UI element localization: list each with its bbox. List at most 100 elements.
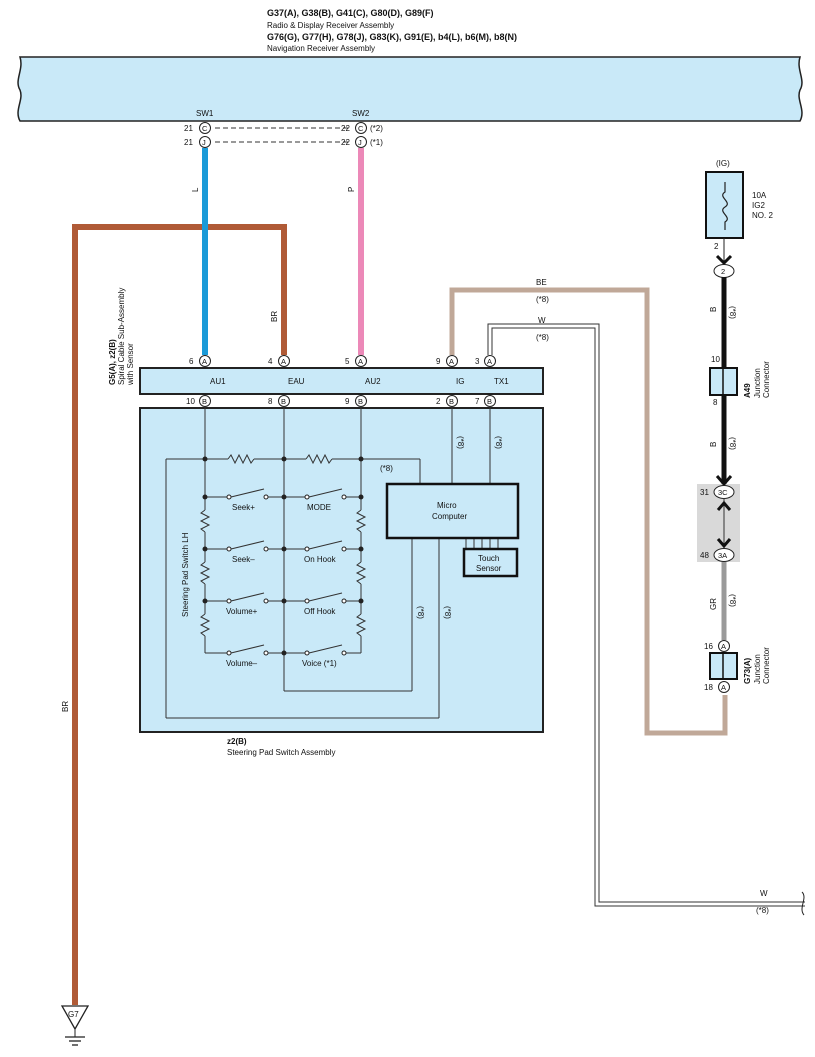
g73-line1: Junction [753, 654, 762, 684]
fuse-name2: NO. 2 [752, 211, 773, 220]
label-voice: Voice (*1) [302, 659, 337, 668]
spiral-conn-a4: A [449, 357, 454, 366]
sw1-label: SW1 [196, 109, 214, 118]
spiral-pin-9: 9 [436, 357, 441, 366]
label-gr: GR [709, 598, 718, 610]
grey-pin-bottom: 48 [700, 551, 709, 560]
spiral-conn-a5: A [487, 357, 492, 366]
label-volume-plus: Volume+ [226, 607, 258, 616]
micro-computer [385, 482, 520, 540]
spiral-bpin-2: 2 [436, 397, 441, 406]
conn-j-right: J [358, 138, 362, 147]
note8-ig: (*8) [456, 436, 465, 449]
g73-pin-top: 16 [704, 642, 713, 651]
spiral-bpin-9: 9 [345, 397, 350, 406]
micro-label2: Computer [432, 512, 467, 521]
sig-au2: AU2 [365, 377, 381, 386]
note8-tx: (*8) [494, 436, 503, 449]
spiral-conn-b4: B [449, 397, 454, 406]
label-b-top-note: (*8) [728, 306, 737, 319]
touch-label2: Sensor [476, 564, 502, 573]
fuse-icon [722, 182, 728, 230]
fuse-pin: 2 [714, 242, 719, 251]
note8-outer: (*8) [443, 606, 452, 619]
label-w-bottom: W [760, 889, 768, 898]
sig-au1: AU1 [210, 377, 226, 386]
assembly-label1: z2(B) [227, 737, 247, 746]
label-off-hook: Off Hook [304, 607, 336, 616]
grey-conn-top: 3C [718, 488, 728, 497]
ground-label: G7 [68, 1010, 79, 1019]
label-w-note: (*8) [536, 333, 549, 342]
label-be-note: (*8) [536, 295, 549, 304]
conn-c-left: C [202, 124, 208, 133]
note-j: (*1) [370, 138, 383, 147]
sig-eau: EAU [288, 377, 305, 386]
spiral-bpin-7: 7 [475, 397, 480, 406]
g73-id: G73(A) [743, 657, 752, 684]
ground-g7: G7 [60, 1005, 90, 1046]
spiral-pin-5: 5 [345, 357, 350, 366]
pin-21-j: 21 [184, 138, 193, 147]
label-volume-minus: Volume– [226, 659, 258, 668]
label-b-top: B [709, 307, 718, 312]
label-b-mid: B [709, 442, 718, 447]
spiral-pin-3: 3 [475, 357, 480, 366]
a49-pin-top: 10 [711, 355, 720, 364]
label-br: BR [270, 311, 279, 322]
label-seek-plus: Seek+ [232, 503, 255, 512]
header-line3: G76(G), G77(H), G78(J), G83(K), G91(E), … [267, 32, 517, 42]
label-mode: MODE [307, 503, 331, 512]
label-on-hook: On Hook [304, 555, 337, 564]
spiral-conn-b2: B [281, 397, 286, 406]
wire-w-break [801, 891, 805, 916]
header-line1: G37(A), G38(B), G41(C), G80(D), G89(F) [267, 8, 434, 18]
spiral-bottom-pins: 10 B 8 B 9 B 2 B 7 B [186, 395, 496, 407]
a49-id: A49 [743, 383, 752, 398]
spiral-conn-b3: B [358, 397, 363, 406]
spiral-pin-6: 6 [189, 357, 194, 366]
assembly-label2: Steering Pad Switch Assembly [227, 748, 336, 757]
spiral-conn-a2: A [281, 357, 286, 366]
header-line4: Navigation Receiver Assembly [267, 44, 375, 53]
label-be: BE [536, 278, 547, 287]
junction-dots [202, 456, 364, 656]
g73-conn-top: A [721, 642, 726, 651]
pin-22-j: 22 [341, 138, 350, 147]
spiral-cable-block [139, 367, 544, 395]
label-gr-note: (*8) [728, 594, 737, 607]
switch-circuit [165, 407, 499, 719]
label-l: L [191, 187, 200, 192]
spiral-conn-b5: B [487, 397, 492, 406]
switch-side-label: Steering Pad Switch LH [181, 532, 190, 617]
spiral-top-pins: 6 A 4 A 5 A 9 A 3 A [189, 355, 496, 367]
g73-line2: Connector [762, 647, 771, 684]
spiral-label2: Spiral Cable Sub-Assembly [117, 288, 126, 385]
label-b-mid-note: (*8) [728, 437, 737, 450]
wire-br [72, 224, 287, 1005]
sig-tx1: TX1 [494, 377, 509, 386]
fuse-ig-label: (IG) [716, 159, 730, 168]
switch-contacts [226, 494, 347, 656]
label-p: P [347, 187, 356, 192]
conn-j-left: J [202, 138, 206, 147]
pin-21-c: 21 [184, 124, 193, 133]
touch-sensor [462, 547, 519, 578]
spiral-conn-a3: A [358, 357, 363, 366]
label-w: W [538, 316, 546, 325]
spiral-bpin-8: 8 [268, 397, 273, 406]
spiral-bpin-10: 10 [186, 397, 195, 406]
sw2-label: SW2 [352, 109, 370, 118]
grey-pin-top: 31 [700, 488, 709, 497]
micro-label1: Micro [437, 501, 457, 510]
label-w-bottom-note: (*8) [756, 906, 769, 915]
a49-line1: Junction [753, 368, 762, 398]
spiral-conn-b1: B [202, 397, 207, 406]
fuse-amp: 10A [752, 191, 767, 200]
g73-conn-bottom: A [721, 683, 726, 692]
spiral-label3: with Sensor [126, 343, 135, 386]
grey-conn-bottom: 3A [718, 551, 727, 560]
a49-pin-bottom: 8 [713, 398, 718, 407]
header-line2: Radio & Display Receiver Assembly [267, 21, 394, 30]
